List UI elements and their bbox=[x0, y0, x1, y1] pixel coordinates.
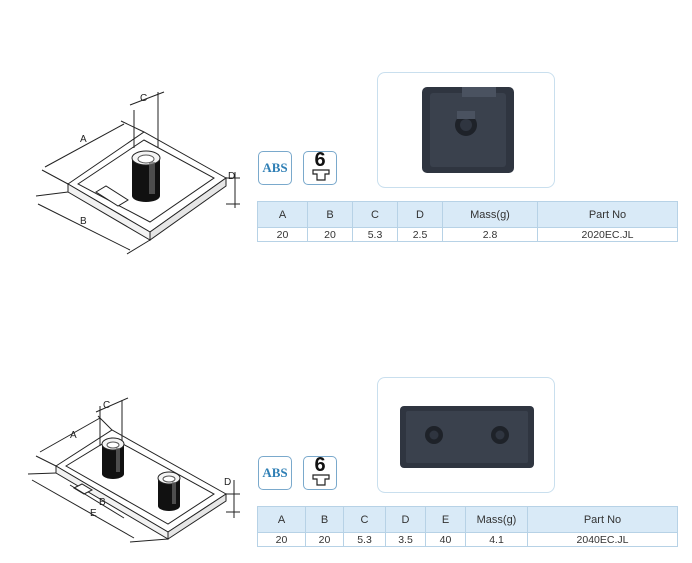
table-cell: 3.5 bbox=[385, 532, 426, 547]
table-cell: 20 bbox=[257, 227, 308, 242]
slot-size-number: 6 bbox=[314, 454, 326, 476]
table-cell: 2040EC.JL bbox=[527, 532, 678, 547]
table-header-row: A B C D E Mass(g) Part No bbox=[257, 506, 678, 533]
dim-label-c: C bbox=[103, 400, 110, 411]
spec-table-2020: A B C D Mass(g) Part No 20 20 5.3 2.5 2.… bbox=[257, 201, 678, 242]
table-header-cell: D bbox=[397, 201, 443, 228]
spec-table-2040: A B C D E Mass(g) Part No 20 20 5.3 3.5 … bbox=[257, 506, 678, 547]
table-header-cell: B bbox=[307, 201, 353, 228]
table-header-cell: D bbox=[385, 506, 426, 533]
slot-size-number: 6 bbox=[314, 149, 326, 171]
table-header-cell: Mass(g) bbox=[442, 201, 538, 228]
table-cell: 20 bbox=[307, 227, 353, 242]
table-header-cell: Part No bbox=[537, 201, 678, 228]
table-header-cell: B bbox=[305, 506, 344, 533]
technical-drawing-2020: A B C D bbox=[35, 91, 240, 255]
material-label: ABS bbox=[262, 465, 288, 480]
material-abs-badge-2: ABS bbox=[258, 456, 292, 490]
table-header-cell: C bbox=[352, 201, 398, 228]
table-cell: 40 bbox=[425, 532, 466, 547]
product-photo-2040 bbox=[377, 377, 555, 493]
dim-label-e: E bbox=[90, 508, 97, 519]
dim-label-c: C bbox=[140, 93, 147, 104]
table-cell: 20 bbox=[257, 532, 306, 547]
table-header-cell: E bbox=[425, 506, 466, 533]
t-slot-icon bbox=[312, 169, 330, 181]
dim-label-a: A bbox=[70, 430, 77, 441]
slot-size-badge-2: 6 bbox=[303, 454, 337, 490]
technical-drawing-2040: A C D B E bbox=[27, 397, 240, 543]
table-header-cell: A bbox=[257, 201, 308, 228]
product-photo-2020 bbox=[377, 72, 555, 188]
dim-label-b: B bbox=[99, 497, 106, 508]
table-cell: 20 bbox=[305, 532, 344, 547]
table-cell: 2.5 bbox=[397, 227, 443, 242]
slot-size-badge-1: 6 bbox=[303, 149, 337, 185]
material-abs-badge-1: ABS bbox=[258, 151, 292, 185]
table-header-cell: Part No bbox=[527, 506, 678, 533]
t-slot-icon bbox=[312, 474, 330, 486]
table-cell: 5.3 bbox=[343, 532, 386, 547]
table-cell: 4.1 bbox=[465, 532, 528, 547]
table-header-cell: C bbox=[343, 506, 386, 533]
table-cell: 2020EC.JL bbox=[537, 227, 678, 242]
dim-label-a: A bbox=[80, 134, 87, 145]
table-row: 20 20 5.3 3.5 40 4.1 2040EC.JL bbox=[257, 532, 678, 547]
table-header-cell: Mass(g) bbox=[465, 506, 528, 533]
table-cell: 2.8 bbox=[442, 227, 538, 242]
material-label: ABS bbox=[262, 160, 288, 175]
table-header-cell: A bbox=[257, 506, 306, 533]
dim-label-d: D bbox=[224, 477, 231, 488]
rectangular-end-cap-icon bbox=[400, 406, 534, 468]
dim-label-b: B bbox=[80, 216, 87, 227]
table-header-row: A B C D Mass(g) Part No bbox=[257, 201, 678, 228]
dim-label-d: D bbox=[228, 171, 235, 182]
table-row: 20 20 5.3 2.5 2.8 2020EC.JL bbox=[257, 227, 678, 242]
square-end-cap-icon bbox=[422, 87, 514, 173]
table-cell: 5.3 bbox=[352, 227, 398, 242]
